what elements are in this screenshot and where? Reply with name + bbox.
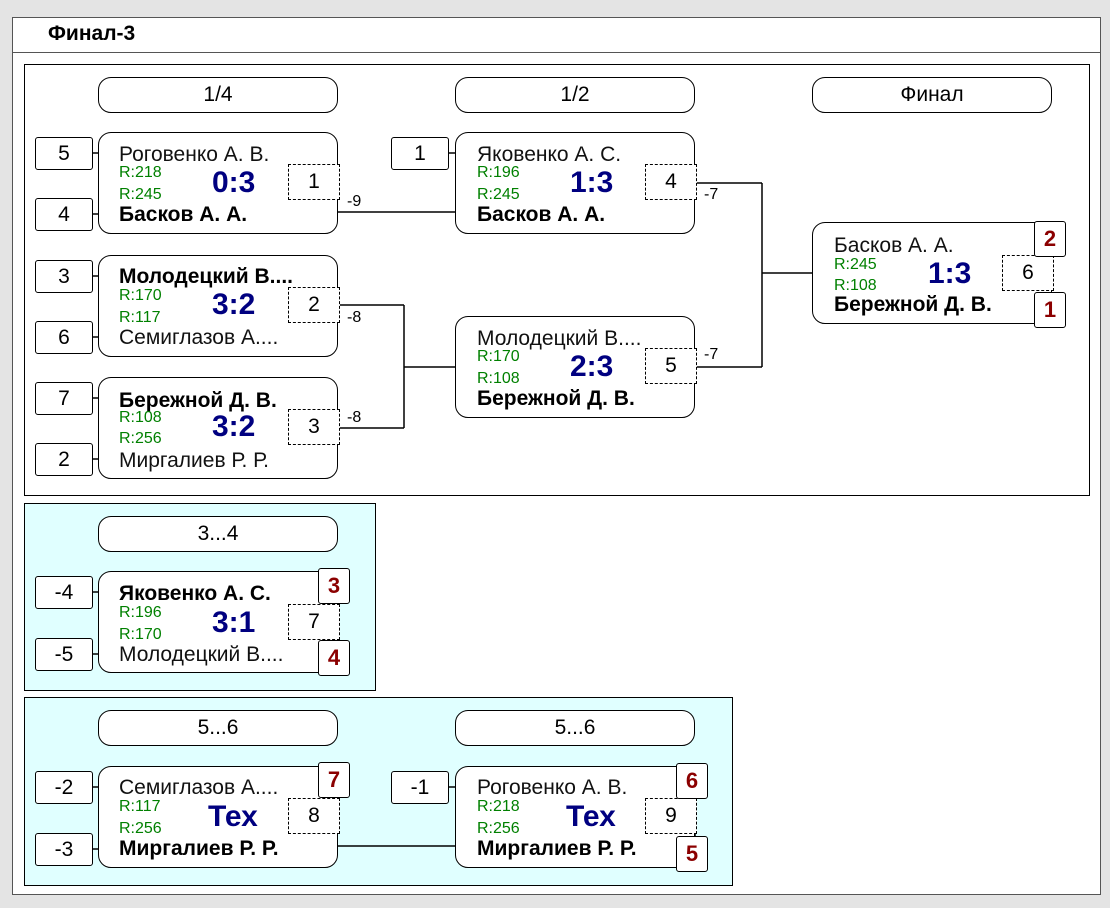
match-number: 4	[645, 164, 697, 200]
player-bottom: Басков А. А.	[477, 203, 606, 226]
rating-top: R:170	[119, 287, 162, 304]
rating-bottom: R:108	[477, 370, 520, 387]
rating-top: R:108	[119, 409, 162, 426]
rating-top: R:117	[119, 798, 161, 815]
match-number: 6	[1002, 255, 1054, 291]
seed-box: 7	[35, 382, 93, 415]
match-number: 1	[288, 164, 340, 200]
seed-box: 1	[391, 137, 449, 170]
player-top: Роговенко А. В.	[119, 143, 270, 166]
player-top: Бережной Д. В.	[119, 389, 277, 412]
match-score: 3:2	[212, 288, 256, 321]
player-bottom: Бережной Д. В.	[834, 293, 992, 316]
seed-box: 2	[35, 443, 93, 476]
match-score: 0:3	[212, 166, 256, 199]
match-number: 2	[288, 287, 340, 323]
seed-box: -1	[391, 771, 449, 804]
match-number: 9	[645, 798, 697, 834]
rating-top: R:170	[477, 348, 520, 365]
player-top: Басков А. А.	[834, 234, 954, 257]
rating-bottom: R:256	[119, 430, 162, 447]
round-header-fifth-place-a: 5...6	[98, 710, 338, 746]
match-number: 8	[288, 798, 340, 834]
player-top: Молодецкий В....	[119, 265, 293, 288]
round-header-quarterfinal: 1/4	[98, 77, 338, 113]
rating-top: R:245	[834, 256, 877, 273]
rating-bottom: R:245	[477, 186, 520, 203]
rating-bottom: R:245	[119, 186, 162, 203]
match-score: 3:1	[212, 606, 256, 639]
seed-box: -5	[35, 638, 93, 671]
place-badge: 1	[1034, 292, 1066, 328]
rating-bottom: R:117	[119, 309, 161, 326]
player-top: Роговенко А. В.	[477, 776, 628, 799]
rating-top: R:218	[119, 164, 162, 181]
round-header-third-place: 3...4	[98, 516, 338, 552]
rating-bottom: R:170	[119, 626, 162, 643]
round-header-final: Финал	[812, 77, 1052, 113]
place-badge: 5	[676, 836, 708, 872]
rating-top: R:218	[477, 798, 520, 815]
player-top: Семиглазов А....	[119, 776, 279, 799]
match-number: 5	[645, 348, 697, 384]
seed-box: -4	[35, 576, 93, 609]
seed-box: -3	[35, 833, 93, 866]
place-badge: 6	[676, 763, 708, 799]
place-badge: 2	[1034, 221, 1066, 257]
rating-top: R:196	[477, 164, 520, 181]
rating-delta: -8	[347, 309, 362, 326]
match-score: Тех	[566, 800, 616, 833]
player-bottom: Миргалиев Р. Р.	[477, 837, 637, 860]
match-score: 1:3	[570, 166, 614, 199]
round-header-fifth-place-b: 5...6	[455, 710, 695, 746]
player-bottom: Басков А. А.	[119, 203, 248, 226]
rating-bottom: R:256	[477, 820, 520, 837]
match-score: 1:3	[928, 257, 972, 290]
place-badge: 3	[318, 568, 350, 604]
rating-top: R:196	[119, 604, 162, 621]
round-header-semifinal: 1/2	[455, 77, 695, 113]
rating-bottom: R:256	[119, 820, 162, 837]
player-top: Яковенко А. С.	[477, 143, 622, 166]
seed-box: 5	[35, 137, 93, 170]
player-top: Молодецкий В....	[477, 327, 642, 350]
player-bottom: Миргалиев Р. Р.	[119, 449, 270, 472]
seed-box: 4	[35, 198, 93, 231]
match-score: Тех	[208, 800, 258, 833]
rating-delta: -7	[704, 346, 719, 363]
player-top: Яковенко А. С.	[119, 582, 271, 605]
match-score: 2:3	[570, 350, 614, 383]
match-score: 3:2	[212, 410, 256, 443]
seed-box: 3	[35, 260, 93, 293]
seed-box: 6	[35, 321, 93, 354]
rating-delta: -7	[704, 186, 719, 203]
page-title: Финал-3	[48, 22, 136, 45]
match-number: 3	[288, 409, 340, 445]
title-bar	[12, 17, 1101, 53]
player-bottom: Миргалиев Р. Р.	[119, 837, 279, 860]
rating-delta: -9	[347, 193, 362, 210]
rating-delta: -8	[347, 409, 362, 426]
player-bottom: Молодецкий В....	[119, 643, 284, 666]
player-bottom: Семиглазов А....	[119, 326, 279, 349]
place-badge: 7	[318, 762, 350, 798]
rating-bottom: R:108	[834, 277, 877, 294]
place-badge: 4	[318, 640, 350, 676]
player-bottom: Бережной Д. В.	[477, 387, 635, 410]
match-number: 7	[288, 604, 340, 640]
seed-box: -2	[35, 771, 93, 804]
